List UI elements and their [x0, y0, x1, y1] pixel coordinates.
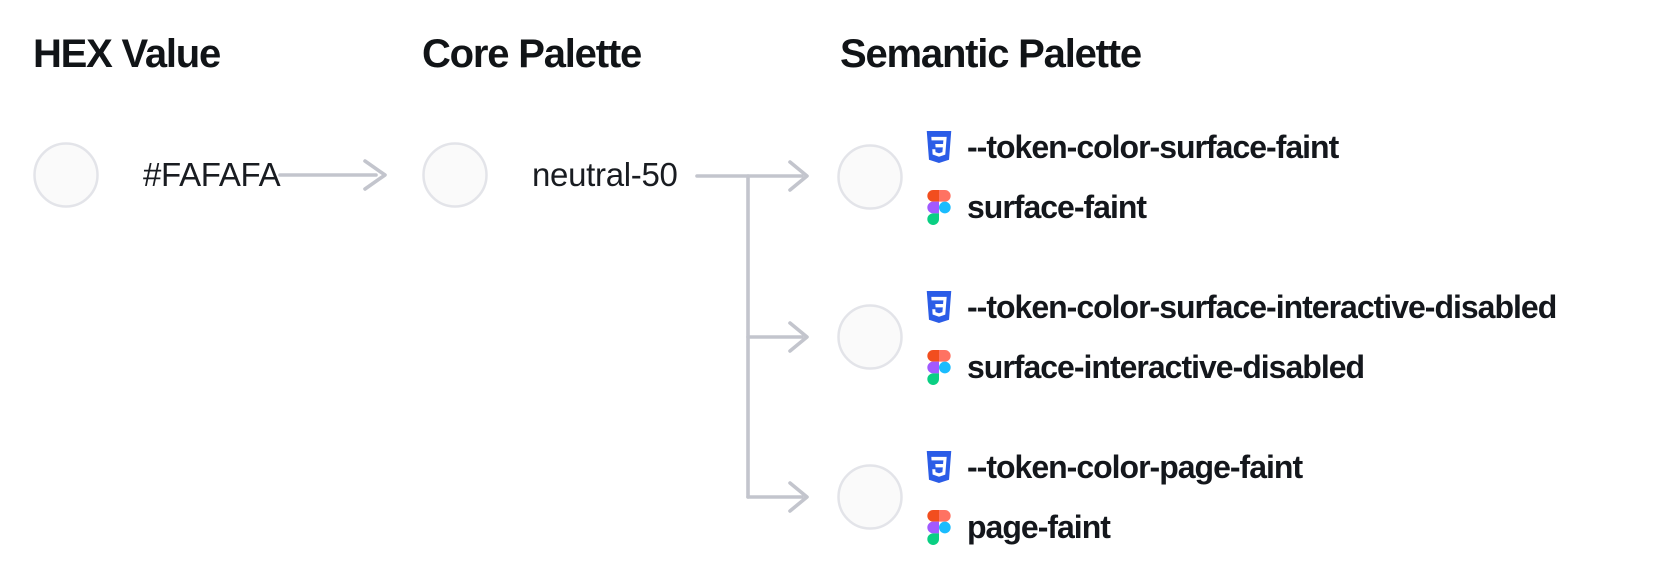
semantic-color-swatch	[837, 304, 903, 370]
arrowhead-icon	[788, 160, 809, 192]
hex-swatch-circle	[33, 142, 99, 208]
figma-orange-shape	[927, 189, 939, 202]
css3-icon	[925, 451, 953, 483]
css-variable-line: --token-color-page-faint	[925, 437, 1303, 497]
semantic-color-swatch	[837, 464, 903, 530]
semantic-token-row: --token-color-surface-interactive-disabl…	[837, 277, 1557, 397]
css-variable-line: --token-color-surface-faint	[925, 117, 1339, 177]
figma-salmon-shape	[939, 189, 951, 202]
figma-style-line: page-faint	[925, 497, 1302, 557]
css3-icon	[925, 131, 953, 163]
semantic-token-row: --token-color-page-faint page-faint	[837, 437, 1303, 557]
css-variable-label: --token-color-page-faint	[967, 448, 1303, 485]
branch-connector	[695, 160, 809, 513]
figma-green-shape	[927, 372, 939, 385]
figma-style-label: surface-faint	[967, 188, 1147, 225]
figma-orange-shape	[927, 509, 939, 522]
css-variable-label: --token-color-surface-faint	[967, 128, 1339, 165]
figma-blue-shape	[939, 521, 951, 533]
hex-value-node: #FAFAFA	[33, 142, 281, 208]
figma-salmon-shape	[939, 509, 951, 522]
figma-purple-shape	[927, 201, 939, 213]
semantic-swatch-circle	[837, 144, 903, 210]
core-palette-label: neutral-50	[532, 156, 678, 193]
arrowhead-icon	[788, 321, 809, 353]
figma-icon	[925, 349, 953, 385]
figma-style-line: surface-faint	[925, 177, 1338, 237]
figma-orange-shape	[927, 349, 939, 362]
semantic-swatch-circle	[837, 304, 903, 370]
figma-purple-shape	[927, 521, 939, 533]
core-swatch-circle	[422, 142, 488, 208]
css-variable-label: --token-color-surface-interactive-disabl…	[967, 288, 1557, 325]
css-variable-line: --token-color-surface-interactive-disabl…	[925, 277, 1557, 337]
figma-green-shape	[927, 532, 939, 545]
semantic-token-row: --token-color-surface-faint surface-fain…	[837, 117, 1339, 237]
figma-blue-shape	[939, 361, 951, 373]
figma-icon	[925, 189, 953, 225]
semantic-palette-heading: Semantic Palette	[840, 32, 1142, 76]
arrowhead-icon	[788, 481, 809, 513]
arrow-hex-to-core	[278, 159, 387, 191]
core-palette-heading: Core Palette	[422, 32, 642, 76]
css3-icon	[925, 291, 953, 323]
figma-style-label: page-faint	[967, 508, 1111, 545]
figma-icon	[925, 509, 953, 545]
figma-style-label: surface-interactive-disabled	[967, 348, 1365, 385]
arrowhead-icon	[363, 159, 387, 191]
hex-value-heading: HEX Value	[33, 32, 221, 76]
figma-style-line: surface-interactive-disabled	[925, 337, 1556, 397]
core-color-swatch	[422, 142, 488, 208]
hex-color-swatch	[33, 142, 99, 208]
core-palette-node: neutral-50	[422, 142, 678, 208]
semantic-swatch-circle	[837, 464, 903, 530]
hex-value-label: #FAFAFA	[143, 156, 281, 193]
figma-purple-shape	[927, 361, 939, 373]
figma-blue-shape	[939, 201, 951, 213]
figma-salmon-shape	[939, 349, 951, 362]
semantic-color-swatch	[837, 144, 903, 210]
figma-green-shape	[927, 212, 939, 225]
